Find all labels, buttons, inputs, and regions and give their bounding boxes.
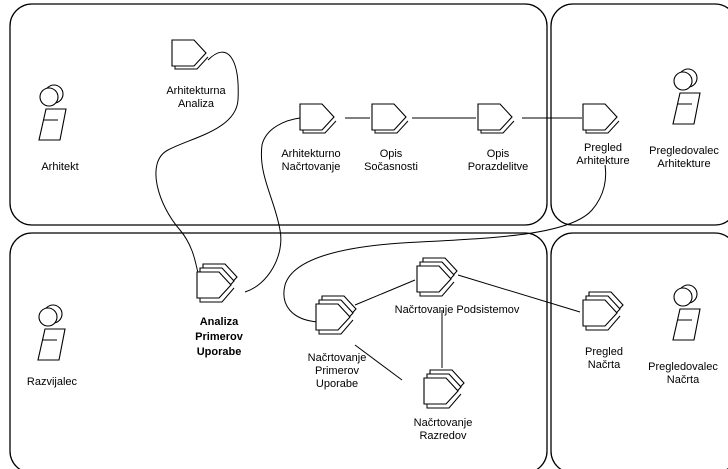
actor-pregledovalec-arhitekture-icon [672,68,701,125]
role-label-pregledovalec-arhitekture-1: Pregledovalec [649,145,719,157]
connector-7 [354,344,403,381]
activity-nacrtovanje-razredov-icon [423,369,465,409]
activity-nacrtovanje-primerov-uporabe-icon [315,295,357,335]
actor-razvijalec-icon [37,304,66,361]
activity-label-nacrtovanje-primerov-uporabe-3: Uporabe [316,378,358,390]
activity-label-opis-socasnosti-1: Opis [380,148,403,160]
activity-label-arhitekturno-nacrtovanje-2: Načrtovanje [282,161,341,173]
activity-label-arhitekturna-analiza-1: Arhitekturna [166,85,226,97]
activity-nacrtovanje-podsistemov-icon [416,257,458,297]
connector-nacrtovanje-primerov-to-pregled-arhitekture [283,164,607,323]
activity-label-opis-porazdelitve-1: Opis [487,148,510,160]
activity-label-pregled-nacrta-2: Načrta [588,359,621,371]
activity-label-analiza-primerov-uporabe-1: Analiza [200,316,239,328]
connector-5 [457,274,581,313]
activity-label-nacrtovanje-primerov-uporabe-2: Primerov [315,365,360,377]
activity-analiza-primerov-uporabe-icon [196,263,238,303]
activity-label-analiza-primerov-uporabe-2: Primerov [195,331,244,343]
activity-pregled-arhitekture-icon [582,103,620,134]
activity-opis-socasnosti-icon [371,103,409,134]
connector-4 [354,279,416,306]
activity-label-opis-socasnosti-2: Sočasnosti [364,161,418,173]
activity-opis-porazdelitve-icon [477,103,515,134]
activity-arhitekturna-analiza-icon [171,39,209,70]
actor-pregledovalec-nacrta-icon [672,284,701,341]
activity-label-nacrtovanje-primerov-uporabe-1: Načrtovanje [308,352,367,364]
actor-arhitekt-icon [38,84,67,141]
lane-arhitekt [9,3,548,226]
connector-analiza-to-arhitekturna-analiza [155,51,239,273]
lane-pregledovalec-nacrta [550,232,728,469]
role-label-pregledovalec-nacrta-2: Načrta [667,374,700,386]
activity-label-pregled-nacrta-1: Pregled [585,346,623,358]
activity-label-arhitekturna-analiza-2: Analiza [178,98,215,110]
activity-label-pregled-arhitekture-1: Pregled [584,142,622,154]
activity-label-analiza-primerov-uporabe-3: Uporabe [197,346,242,358]
activity-label-arhitekturno-nacrtovanje-1: Arhitekturno [281,148,340,160]
lane-razvijalec [9,232,548,469]
activity-label-nacrtovanje-razredov-2: Razredov [419,430,467,442]
lane-pregledovalec-arhitekture [550,3,728,226]
activity-label-pregled-arhitekture-2: Arhitekture [576,155,629,167]
activity-label-opis-porazdelitve-2: Porazdelitve [468,161,529,173]
activity-label-nacrtovanje-podsistemov: Načrtovanje Podsistemov [395,304,520,316]
activity-pregled-nacrta-icon [582,291,624,331]
activity-label-nacrtovanje-razredov-1: Načrtovanje [414,417,473,429]
activity-arhitekturno-nacrtovanje-icon [299,103,337,134]
role-label-arhitekt: Arhitekt [41,161,78,173]
role-label-pregledovalec-arhitekture-2: Arhitekture [657,158,710,170]
connector-analiza-to-nacrtovanje [244,117,301,293]
role-label-razvijalec: Razvijalec [27,376,78,388]
role-label-pregledovalec-nacrta-1: Pregledovalec [648,361,718,373]
